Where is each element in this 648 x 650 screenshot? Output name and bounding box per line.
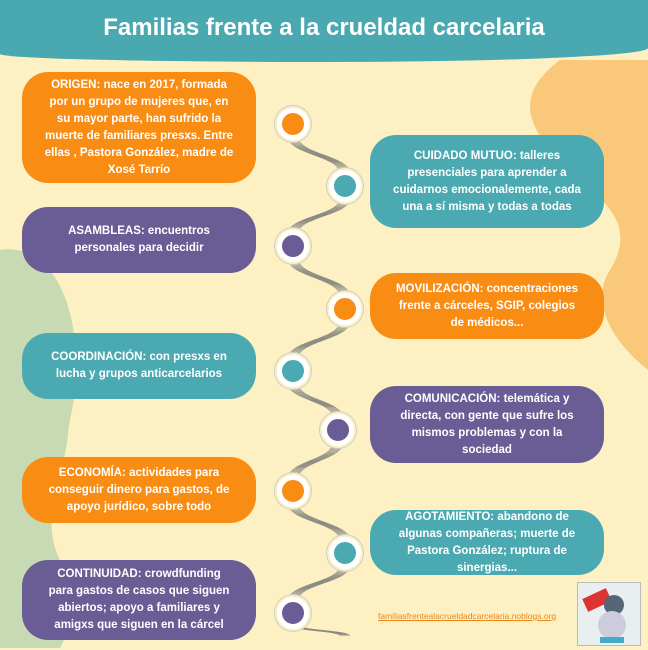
connector-line [292,441,339,480]
logo-figure-icon [582,588,626,643]
connector-line [294,564,347,602]
connector-line [292,382,339,419]
connector-line [294,197,347,235]
timeline-dot [277,355,309,387]
card-text: CUIDADO MUTUO: talleres presenciales par… [393,149,581,213]
connector-line [295,564,349,602]
card-text: CONTINUIDAD: crowdfunding para gastos de… [48,568,230,631]
timeline-dot [329,537,361,569]
card-text: COORDINACIÓN: con presxs en lucha y grup… [51,351,227,380]
connector-line [295,441,342,480]
card-comunicacion: COMUNICACIÓN: telemática y directa, con … [370,386,604,463]
connector-line [295,257,349,298]
connector-line [289,382,336,419]
connector-line [297,564,351,602]
connector-line [295,382,342,419]
card-cuidado-mutuo: CUIDADO MUTUO: talleres presenciales par… [370,135,604,228]
blog-link[interactable]: familiasfrentealacrueldadcarcelaria.nobl… [378,611,557,621]
connector-line [292,135,346,175]
connector-line [291,382,337,419]
connector-line [292,197,346,235]
connector-line [291,564,344,602]
connector-line [291,502,344,542]
connector-line [287,320,341,360]
connector-line [294,502,347,542]
connector-line [297,502,351,542]
header-banner [0,0,648,62]
connector-line [287,135,341,175]
connector-line [289,564,343,602]
card-text: ORIGEN: nace en 2017, formada por un gru… [44,78,234,176]
connector-line [294,320,347,360]
connector-line [287,502,341,542]
connector-line [291,441,337,480]
card-origen: ORIGEN: nace en 2017, formada por un gru… [22,72,256,183]
connector-line [292,564,346,602]
timeline-dot [277,475,309,507]
card-text: AGOTAMIENTO: abandono de algunas compañe… [398,510,576,574]
connector-line [287,197,341,235]
connector-line [292,320,346,360]
card-text: ASAMBLEAS: encuentros personales para de… [68,225,210,254]
timeline-dot [277,108,309,140]
card-text: COMUNICACIÓN: telemática y directa, con … [400,392,574,456]
timeline-dot [322,414,354,446]
connector-line [289,441,336,480]
timeline-dot [329,170,361,202]
card-economia: ECONOMÍA: actividades para conseguir din… [22,457,256,523]
timeline-dot [329,293,361,325]
connector-line [294,441,340,480]
timeline-dot [277,597,309,629]
connector-line [294,257,347,298]
card-agotamiento: AGOTAMIENTO: abandono de algunas compañe… [370,510,604,575]
connector-line [297,257,351,298]
connector-line [289,257,343,298]
connector-line [287,382,334,419]
page-title: Familias frente a la crueldad carcelaria [103,14,545,41]
connector-line [289,320,343,360]
connector-line [291,320,344,360]
connector-line [297,441,344,480]
card-movilizacion: MOVILIZACIÓN: concentraciones frente a c… [370,273,604,339]
connector-line [292,502,346,542]
connector-line [292,257,346,298]
connector-line [289,502,343,542]
connector-line [289,197,343,235]
card-continuidad: CONTINUIDAD: crowdfunding para gastos de… [22,560,256,640]
connector-line [297,135,351,175]
connector-line [295,197,349,235]
connector-line [295,320,349,360]
connector-line [287,441,334,480]
connector-line [287,257,341,298]
card-coordinacion: COORDINACIÓN: con presxs en lucha y grup… [22,333,256,399]
connector-line [291,135,344,175]
connector-line [297,197,351,235]
logo [577,582,641,646]
connector-line [294,135,347,175]
connector-line [297,382,344,419]
connector-line [295,135,349,175]
connector-line [287,564,341,602]
connector-line [295,502,349,542]
card-text: ECONOMÍA: actividades para conseguir din… [48,466,230,513]
connector-line [291,197,344,235]
connector-line [297,320,351,360]
timeline-dot [277,230,309,262]
connector-line [294,382,340,419]
card-text: MOVILIZACIÓN: concentraciones frente a c… [395,282,579,329]
connector-line [289,135,343,175]
connector-line [291,257,344,298]
card-asambleas: ASAMBLEAS: encuentros personales para de… [22,207,256,273]
